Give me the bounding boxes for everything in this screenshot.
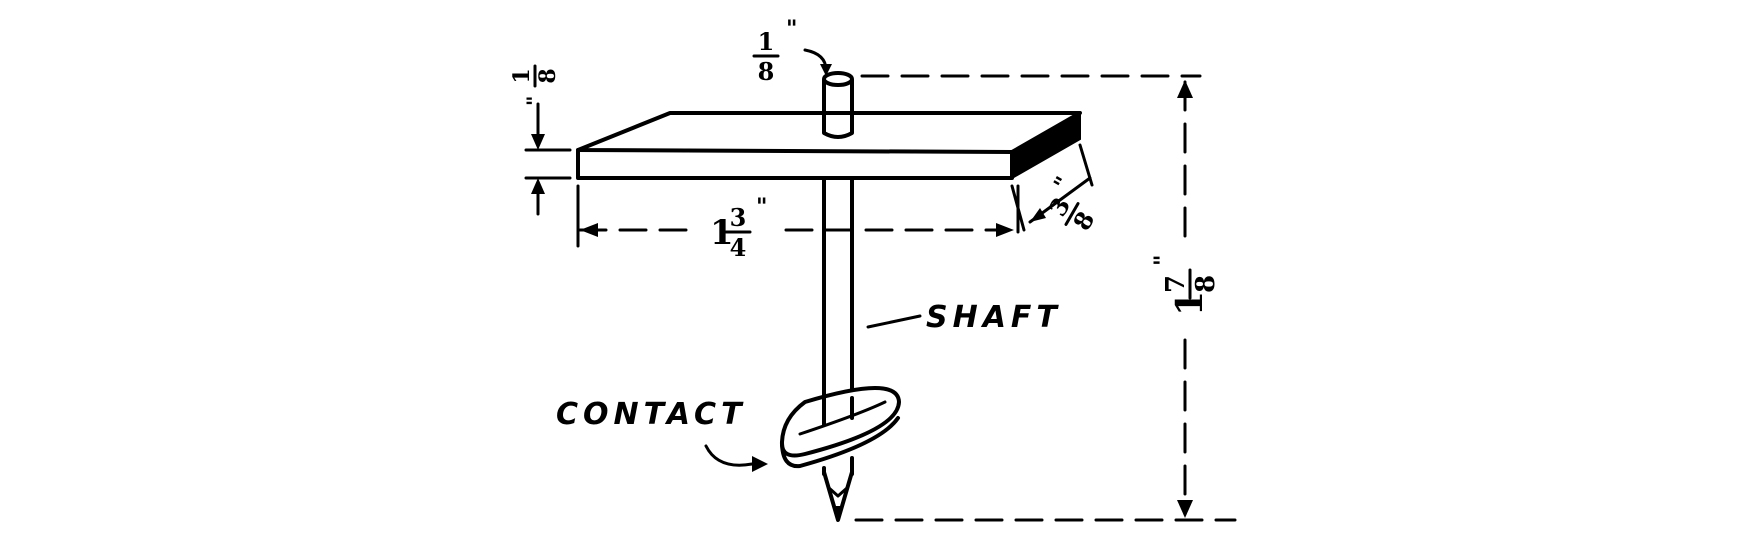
svg-text:": " xyxy=(756,194,767,220)
svg-text:8: 8 xyxy=(758,57,775,86)
svg-text:8: 8 xyxy=(1067,206,1100,235)
svg-text:3: 3 xyxy=(730,203,747,232)
rectangular-plate xyxy=(576,111,1082,180)
svg-text:": " xyxy=(522,96,546,106)
leader-lines xyxy=(704,48,922,472)
svg-text:8: 8 xyxy=(535,68,561,83)
dimension-overall-height: 1 7 8 " xyxy=(1150,255,1221,316)
shaft xyxy=(822,71,854,522)
contact-label: CONTACT xyxy=(556,397,747,432)
shaft-label: SHAFT xyxy=(926,300,1062,335)
svg-text:1: 1 xyxy=(509,68,535,83)
contact-disc xyxy=(779,386,901,476)
svg-text:": " xyxy=(1150,255,1176,266)
svg-text:1: 1 xyxy=(710,213,734,253)
dimension-lines xyxy=(524,74,1237,522)
svg-text:1: 1 xyxy=(758,27,775,56)
svg-text:7: 7 xyxy=(1161,275,1191,293)
dimension-shaft-diameter: 1 8 " xyxy=(752,16,797,86)
dimension-plate-length: 1 3 4 " xyxy=(710,194,767,262)
dimension-plate-width: 3 8 " xyxy=(1043,172,1101,235)
svg-text:": " xyxy=(786,16,797,42)
svg-text:8: 8 xyxy=(1191,275,1221,293)
svg-text:4: 4 xyxy=(730,233,747,262)
svg-text:": " xyxy=(1049,172,1077,195)
dimension-plate-thickness: 1 8 " xyxy=(509,64,561,106)
